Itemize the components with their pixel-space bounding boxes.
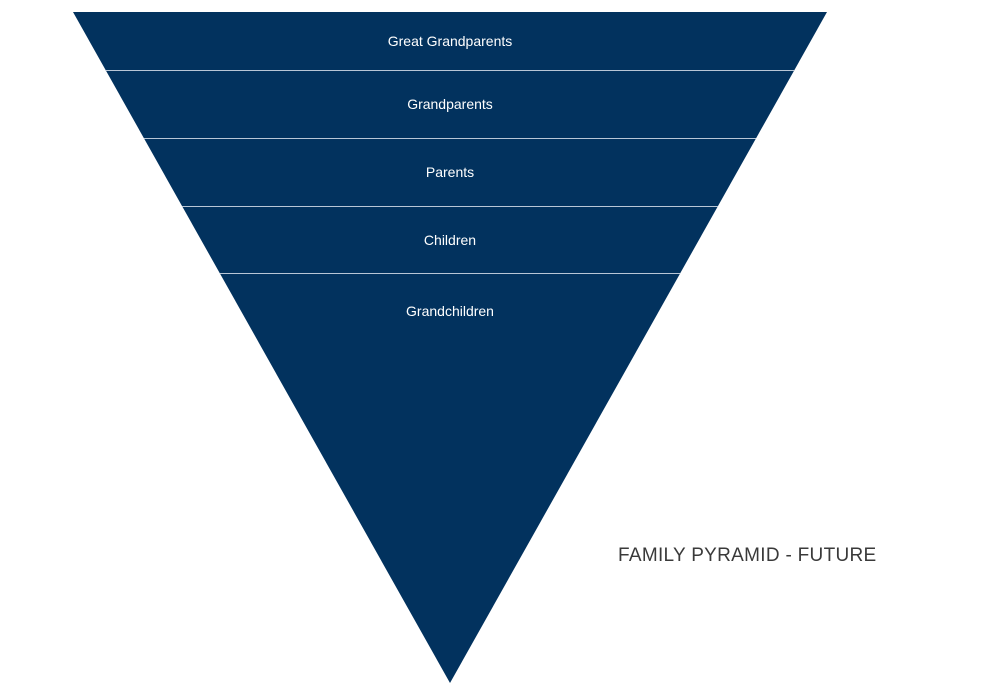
tier-label-grandchildren: Grandchildren [406, 303, 494, 319]
tier-label-children: Children [424, 232, 476, 248]
tier-label-great-grandparents: Great Grandparents [388, 33, 513, 49]
tier-label-parents: Parents [426, 164, 474, 180]
diagram-caption: FAMILY PYRAMID - FUTURE [618, 545, 877, 566]
tier-label-grandparents: Grandparents [407, 96, 493, 112]
pyramid-body [73, 12, 827, 683]
